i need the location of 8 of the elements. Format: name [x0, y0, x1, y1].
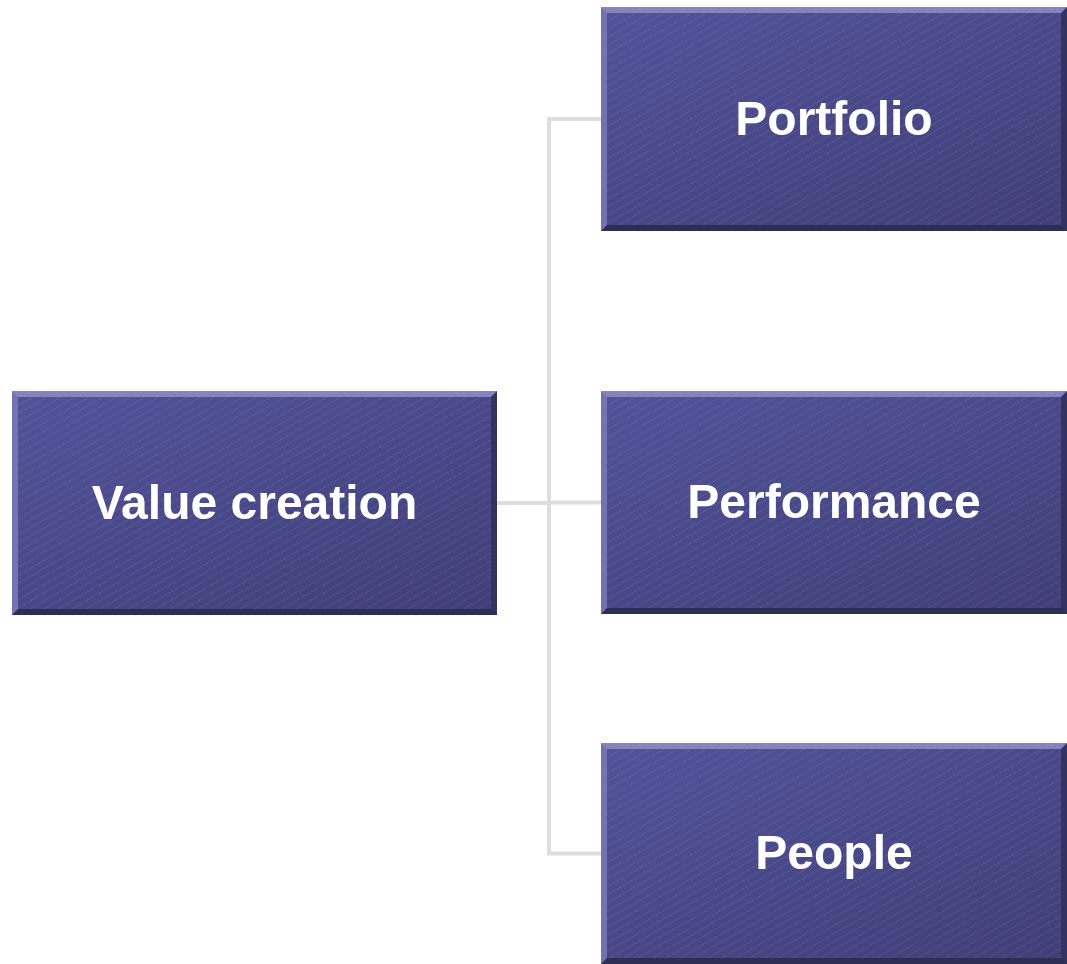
box-label: Value creation	[91, 474, 418, 531]
process-box	[601, 743, 1067, 964]
box-label: People	[755, 825, 913, 882]
process-box	[12, 391, 497, 615]
process-box	[601, 7, 1067, 231]
box-label: Performance	[687, 474, 981, 531]
box-label: Portfolio	[735, 90, 933, 147]
process-box	[601, 391, 1067, 614]
